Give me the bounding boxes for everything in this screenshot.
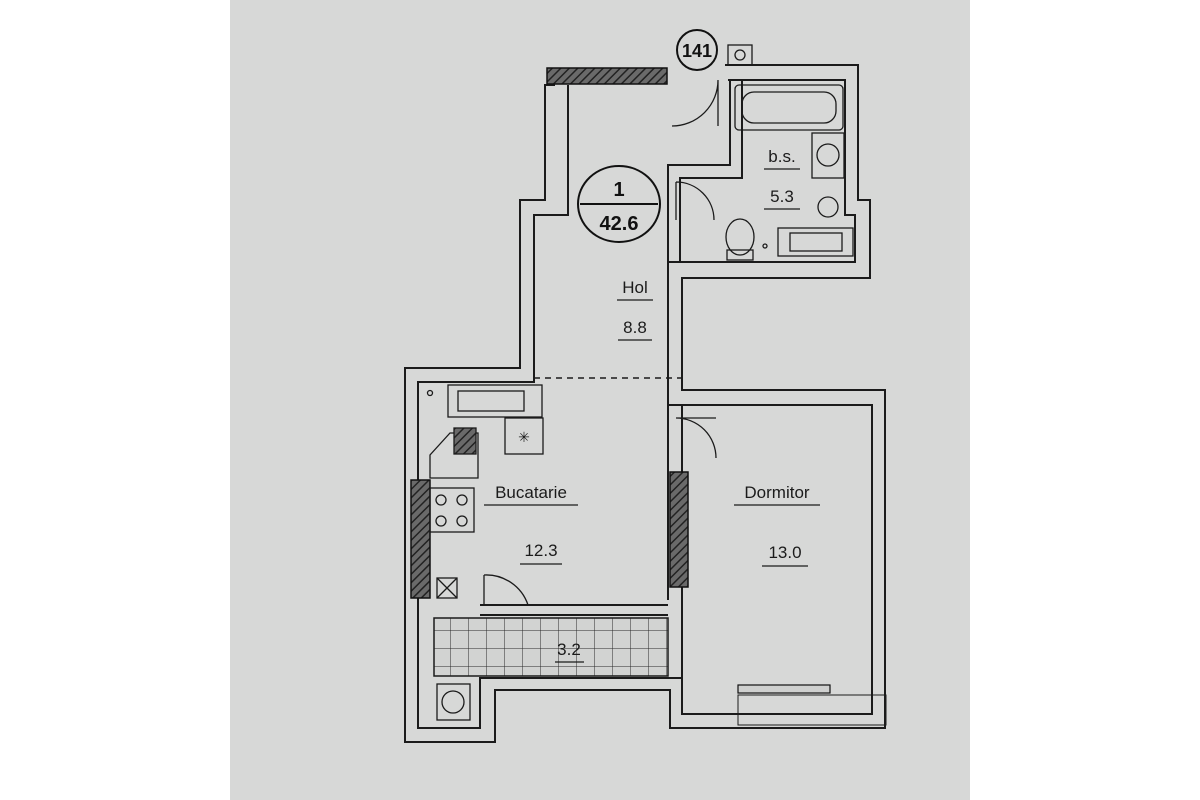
boiler-cross-icon: [436, 577, 458, 599]
room-name-bathroom: b.s.: [768, 147, 795, 166]
kitchen-sink-top-icon: [457, 390, 525, 412]
room-name-bedroom: Dormitor: [744, 483, 810, 502]
doors: [483, 79, 719, 606]
sink-icon: [811, 132, 845, 179]
label-underlines: [484, 168, 820, 663]
toilet-icon: [725, 218, 755, 256]
burner-icon: [456, 515, 468, 527]
boiler-icon: [436, 577, 458, 599]
apartment-marker: 1 42.6: [577, 165, 661, 243]
room-area-kitchen: 12.3: [524, 541, 557, 560]
window-kitchen: [410, 479, 431, 599]
washing-counter-icon: [777, 227, 854, 257]
bathtub-icon: [734, 84, 844, 131]
washer-drum-icon: [441, 690, 465, 714]
drain-icon: [817, 196, 839, 218]
windows: [410, 67, 831, 694]
sink-basin-icon: [816, 143, 840, 167]
room-area-hol: 8.8: [623, 318, 647, 337]
burner-icon: [435, 494, 447, 506]
outer-wall: [404, 64, 886, 743]
walls: [404, 64, 886, 743]
ventilation-shaft-icon: [727, 44, 753, 66]
burner-icon: [456, 494, 468, 506]
vent-icon: [734, 49, 746, 61]
bathroom-door-icon: [675, 181, 715, 221]
entrance-door-icon: [671, 79, 719, 127]
inner-wall: [417, 79, 873, 729]
building-marker-circle: [676, 29, 718, 71]
window-bedroom: [669, 471, 689, 588]
apartment-number: 1: [613, 179, 624, 201]
pipe-icon: [426, 389, 434, 397]
bedroom-door-icon: [675, 417, 717, 459]
balcony-grid: [433, 617, 669, 677]
bathtub-basin: [741, 91, 837, 124]
room-name-kitchen: Bucatarie: [495, 483, 567, 502]
balcony-door-icon: [483, 574, 529, 606]
room-area-bathroom: 5.3: [770, 187, 794, 206]
washer-icon: [436, 683, 471, 721]
window-top: [546, 67, 668, 85]
counter-basin-icon: [789, 232, 843, 252]
room-name-hol: Hol: [622, 278, 648, 297]
bathroom-fixtures: [725, 44, 854, 261]
building-marker: 141: [676, 29, 718, 71]
room-labels: Hol 8.8 b.s. 5.3 Bucatarie 12.3 Dormitor…: [495, 147, 810, 659]
toilet-tank-icon: [726, 249, 754, 261]
apartment-total-area: 42.6: [600, 213, 639, 235]
room-area-bedroom: 13.0: [768, 543, 801, 562]
window-bedroom-bottom: [737, 684, 831, 694]
kitchen-fixtures: ✳: [426, 384, 544, 721]
stove-icon: [429, 487, 475, 533]
building-marker-text: 141: [682, 41, 712, 61]
fridge-star-icon: ✳: [518, 429, 530, 445]
fridge-icon: [504, 417, 544, 455]
kitchen-counter-top: [447, 384, 543, 418]
burner-icon: [435, 515, 447, 527]
corner-sink-icon: [453, 427, 477, 455]
floor-drain-icon: [762, 243, 768, 249]
room-area-balcony: 3.2: [557, 640, 581, 659]
bedroom-balcony: [737, 694, 887, 726]
bathroom-wall-inner: [679, 80, 743, 262]
bathroom-wall: [667, 80, 731, 262]
